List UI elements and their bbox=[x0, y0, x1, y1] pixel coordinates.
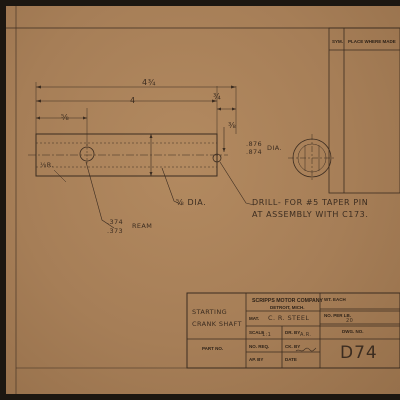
title-date-label: DATE bbox=[285, 357, 297, 362]
dim-ream-bottom: .373 bbox=[107, 227, 124, 235]
dim-end-dia-label: DIA. bbox=[267, 144, 282, 152]
title-city: DETROIT, MICH. bbox=[270, 305, 305, 310]
title-dr-label: DR. BY bbox=[285, 330, 301, 335]
title-mat-value: C. R. STEEL bbox=[268, 314, 310, 322]
dim-ream-top: .374 bbox=[107, 218, 124, 226]
revision-table-box bbox=[328, 27, 400, 194]
dim-hole-left-radius: ⅛R. bbox=[40, 161, 54, 169]
dim-end-dia-bottom: .874 bbox=[246, 148, 263, 156]
title-wt-label: WT. EACH bbox=[324, 297, 346, 302]
dim-ream-label: REAM bbox=[132, 222, 153, 230]
dim-center-distance: 4 bbox=[130, 96, 136, 105]
title-dwg-label: DWG. NO. bbox=[342, 329, 364, 334]
dim-main-diameter: ⅝ DIA. bbox=[176, 198, 207, 207]
title-dwg-value: D74 bbox=[340, 343, 378, 363]
note-drill-line1: DRILL- FOR #5 TAPER PIN bbox=[252, 198, 369, 207]
drawing-sheet: SYM. PLACE WHERE MADE 4¾ 4 ¾ ⅝ ⅜ ⅛R. ⅝ D… bbox=[6, 6, 400, 394]
title-per-lb-label: NO. PER LB. bbox=[324, 313, 352, 318]
title-ap-label: AP. BY bbox=[249, 357, 264, 362]
title-ck-label: CK. BY bbox=[285, 344, 301, 349]
dim-left-offset: ⅝ bbox=[61, 113, 70, 122]
title-part-no-label: PART NO. bbox=[202, 346, 224, 351]
title-mat-label: MAT. bbox=[249, 316, 260, 321]
rev-col-sym: SYM. bbox=[332, 39, 344, 44]
title-scale-value: 1:1 bbox=[262, 332, 272, 338]
title-per-lb-value: 20 bbox=[346, 318, 354, 324]
note-drill-line2: AT ASSEMBLY WITH C173. bbox=[252, 210, 369, 219]
rev-col-place: PLACE WHERE MADE bbox=[348, 39, 396, 44]
dim-hole-right-top: ⅜ bbox=[228, 121, 237, 130]
dim-end-dia-top: .876 bbox=[246, 140, 263, 148]
checker-signature bbox=[295, 347, 317, 352]
title-scale-label: SCALE bbox=[249, 330, 265, 335]
title-part-name-1: STARTING bbox=[192, 308, 228, 316]
drawing-linework bbox=[6, 6, 400, 394]
title-no-req-label: NO. REQ. bbox=[249, 344, 270, 349]
dim-overall-length: 4¾ bbox=[142, 78, 157, 87]
title-company: SCRIPPS MOTOR COMPANY bbox=[252, 298, 323, 304]
title-dr-value: A.R. bbox=[300, 332, 312, 338]
dim-end-offset: ¾ bbox=[213, 92, 222, 101]
title-block-box bbox=[186, 292, 400, 369]
left-hole bbox=[79, 146, 95, 162]
title-part-name-2: CRANK SHAFT bbox=[192, 320, 242, 328]
